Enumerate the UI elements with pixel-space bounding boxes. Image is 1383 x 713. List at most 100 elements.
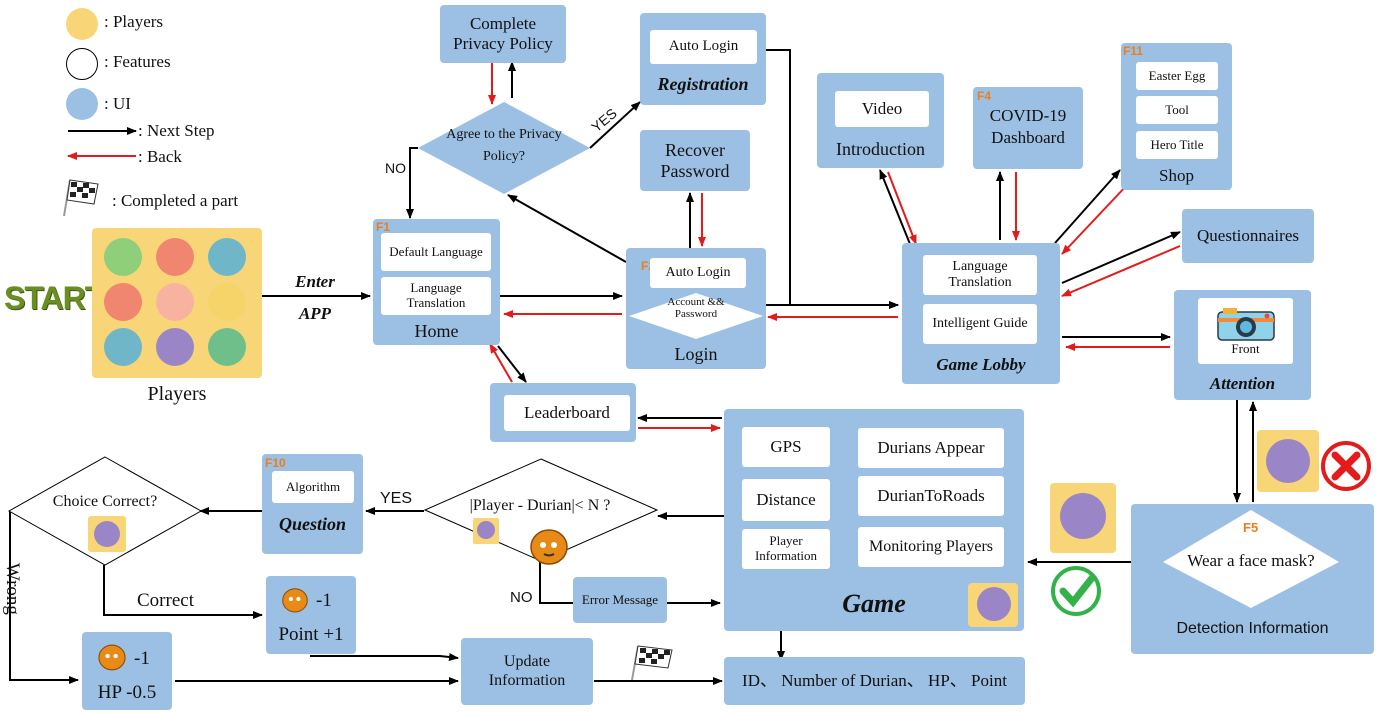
player-avatar	[156, 238, 194, 276]
question-title: Question	[278, 514, 347, 534]
unmasked-player-badge	[1257, 430, 1319, 492]
face-mask-label: Wear a face mask?	[1187, 551, 1315, 570]
choice-correct-label: Choice Correct?	[52, 493, 158, 510]
shop-item-tool[interactable]: Tool	[1136, 96, 1218, 124]
points-plus-label: Point +1	[278, 624, 344, 645]
start-label: START	[4, 280, 104, 316]
shop-box[interactable]: F11 Easter Egg Tool Hero Title Shop	[1121, 43, 1232, 190]
agree-no-label: NO	[385, 160, 406, 176]
home-title: Home	[414, 321, 459, 341]
questionnaires-label: Questionnaires	[1197, 226, 1299, 246]
recover-password-box[interactable]: Recover Password	[640, 130, 750, 191]
durian-icon	[98, 644, 126, 671]
introduction-box[interactable]: F3 Video Introduction	[817, 73, 944, 168]
hp-minus-label: HP -0.5	[97, 682, 157, 703]
game-title: Game	[842, 589, 906, 618]
checkered-flag-icon	[58, 174, 102, 223]
covid-dashboard-box[interactable]: F4 COVID-19 Dashboard	[973, 87, 1083, 169]
introduction-title: Introduction	[836, 139, 925, 159]
update-information-label: Update Information	[488, 653, 566, 689]
error-message-label: Error Message	[581, 591, 659, 607]
record-box: ID、 Number of Durian、 HP、 Point	[724, 657, 1025, 705]
agree-yes-label: YES	[588, 104, 620, 136]
game-lobby-box[interactable]: F1 Language Translation Intelligent Guid…	[902, 243, 1060, 384]
player-avatar	[1266, 439, 1310, 483]
detection-box: F5 Wear a face mask? Detection Informati…	[1131, 504, 1374, 654]
attention-title: Attention	[1209, 374, 1276, 393]
back-legend-label: : Back	[138, 147, 182, 166]
legend: : Players : Features : UI : Next Step : …	[60, 6, 260, 217]
account-password-label: Account && Password	[667, 296, 725, 320]
checkered-flag-icon	[628, 642, 676, 687]
login-box[interactable]: F2 Auto Login Account && Password Login	[626, 248, 766, 369]
home-box[interactable]: F1 Default Language Language Translation…	[373, 219, 500, 345]
feature-legend-swatch	[66, 48, 98, 80]
leaderboard-item[interactable]: Leaderboard	[504, 395, 630, 431]
masked-player-badge	[88, 516, 126, 552]
record-label: ID、 Number of Durian、 HP、 Point	[742, 671, 1007, 691]
wrong-label: Wrong	[1, 562, 23, 615]
questionnaires-box[interactable]: Questionnaires	[1182, 209, 1314, 263]
durian-icon	[530, 529, 568, 565]
player-avatar	[94, 521, 120, 547]
accept-check-icon	[1048, 566, 1104, 621]
gps-item[interactable]: GPS	[742, 427, 830, 467]
player-information-item[interactable]: Player Information	[742, 529, 830, 569]
durians-appear-item[interactable]: Durians Appear	[858, 428, 1004, 468]
shop-item-easter-egg[interactable]: Easter Egg	[1136, 62, 1218, 90]
player-avatar	[977, 587, 1011, 621]
account-password-diamond	[629, 293, 763, 339]
points-durian-minus: -1	[316, 590, 332, 611]
player-avatar	[1060, 493, 1106, 539]
agree-diamond	[418, 102, 590, 194]
login-auto-login[interactable]: Auto Login	[650, 258, 746, 288]
player-avatar	[104, 328, 142, 366]
player-legend-swatch	[66, 8, 98, 40]
language-translation-item[interactable]: Language Translation	[381, 277, 491, 315]
privacy-policy-box[interactable]: Complete Privacy Policy	[440, 5, 566, 63]
leaderboard-box[interactable]: F9 Leaderboard	[490, 383, 636, 442]
game-box[interactable]: GPS Distance Player Information F6 Duria…	[724, 409, 1024, 631]
registration-box[interactable]: F2 Auto Login Registration	[640, 13, 766, 105]
face-mask-diamond	[1163, 510, 1339, 608]
intelligent-guide-item[interactable]: Intelligent Guide	[923, 304, 1037, 344]
video-item[interactable]: Video	[835, 91, 929, 127]
correct-label: Correct	[137, 590, 194, 611]
player-avatar	[156, 283, 194, 321]
reject-x-icon	[1320, 440, 1372, 497]
attention-box[interactable]: Front Attention	[1174, 290, 1311, 400]
f5-tag: F5	[1243, 520, 1259, 535]
covid-dashboard-title: COVID-19 Dashboard	[989, 106, 1067, 148]
error-message-box: Error Message	[573, 577, 667, 623]
registration-title: Registration	[657, 74, 749, 94]
default-language-item[interactable]: Default Language	[381, 233, 491, 271]
shop-item-hero-title[interactable]: Hero Title	[1136, 131, 1218, 159]
masked-player-badge	[968, 583, 1018, 627]
recover-password-label: Recover Password	[660, 139, 730, 181]
algorithm-item[interactable]: Algorithm	[272, 471, 354, 503]
f4-tag: F4	[977, 89, 992, 103]
players-panel	[92, 228, 262, 378]
question-box[interactable]: F10 Algorithm Question	[262, 454, 363, 554]
player-avatar	[208, 328, 246, 366]
durian-to-roads-item[interactable]: DurianToRoads	[858, 476, 1004, 516]
distance-check-yes: YES	[380, 490, 413, 507]
monitoring-players-item[interactable]: Monitoring Players	[858, 527, 1004, 567]
lobby-language-translation[interactable]: Language Translation	[923, 255, 1037, 295]
players-caption: Players	[147, 383, 207, 405]
choice-correct-diamond	[8, 456, 202, 566]
f10-tag: F10	[265, 456, 286, 470]
hp-box: -1 HP -0.5	[82, 632, 172, 710]
camera-icon	[1216, 307, 1275, 341]
distance-item[interactable]: Distance	[742, 479, 830, 521]
player-avatar	[208, 283, 246, 321]
front-label: Front	[1231, 340, 1260, 356]
registration-auto-login[interactable]: Auto Login	[650, 30, 757, 64]
hp-durian-minus: -1	[134, 648, 150, 669]
front-camera-item[interactable]: Front	[1198, 298, 1293, 364]
shop-title: Shop	[1159, 166, 1194, 185]
detection-title: Detection Information	[1176, 620, 1329, 637]
update-information-box: Update Information	[461, 638, 593, 705]
distance-check-label: |Player - Durian|< N ?	[469, 497, 611, 514]
enter-label: Enter	[295, 272, 335, 291]
